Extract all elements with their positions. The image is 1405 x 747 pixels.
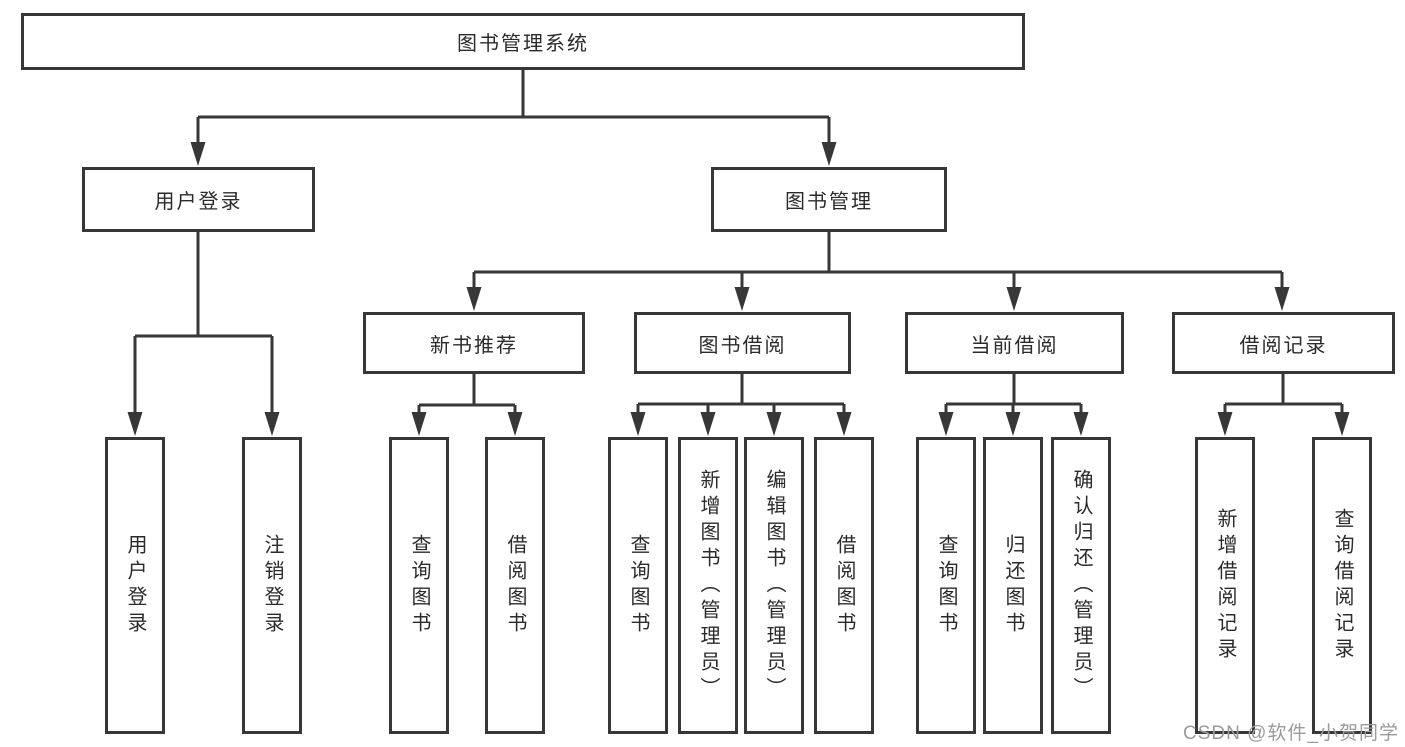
leaf-user-login: 用户登录: [105, 437, 165, 734]
leaf-user-login-label: 用户登录: [124, 533, 146, 638]
watermark: CSDN @软件_小贺同学: [1183, 723, 1399, 744]
leaf-confirm-return-admin: 确认归还（管理员）: [1051, 437, 1111, 734]
leaf-return-book: 归还图书: [983, 437, 1043, 734]
leaf-borrow-books-borrow-label: 借阅图书: [833, 533, 855, 638]
node-borrowing-records: 借阅记录: [1172, 312, 1395, 374]
leaf-query-books-current: 查询图书: [916, 437, 976, 734]
leaf-logout-label: 注销登录: [261, 533, 283, 638]
leaf-logout: 注销登录: [242, 437, 302, 734]
arrowheads: [127, 142, 1350, 436]
leaf-add-borrow-record-label: 新增借阅记录: [1214, 507, 1236, 664]
leaf-query-books-recommend-label: 查询图书: [408, 533, 430, 638]
leaf-query-borrow-record: 查询借阅记录: [1312, 437, 1372, 734]
node-user-login: 用户登录: [82, 167, 315, 232]
node-library-management-system: 图书管理系统: [21, 13, 1025, 70]
node-book-borrowing: 图书借阅: [634, 312, 851, 374]
leaf-confirm-return-admin-label: 确认归还（管理员）: [1070, 468, 1092, 703]
leaf-edit-book-admin: 编辑图书（管理员）: [744, 437, 804, 734]
leaf-borrow-books-recommend: 借阅图书: [485, 437, 545, 734]
leaf-borrow-books-recommend-label: 借阅图书: [504, 533, 526, 638]
leaf-query-books-recommend: 查询图书: [389, 437, 449, 734]
leaf-query-books-current-label: 查询图书: [935, 533, 957, 638]
node-book-management: 图书管理: [711, 167, 947, 232]
leaf-add-book-admin: 新增图书（管理员）: [678, 437, 738, 734]
leaf-add-borrow-record: 新增借阅记录: [1195, 437, 1255, 734]
leaf-borrow-books-borrow: 借阅图书: [814, 437, 874, 734]
leaf-return-book-label: 归还图书: [1002, 533, 1024, 638]
node-new-book-recommendation: 新书推荐: [363, 312, 585, 374]
leaf-add-book-admin-label: 新增图书（管理员）: [697, 468, 719, 703]
leaf-query-books-borrow-label: 查询图书: [627, 533, 649, 638]
leaf-edit-book-admin-label: 编辑图书（管理员）: [763, 468, 785, 703]
node-current-borrowing: 当前借阅: [905, 312, 1124, 374]
leaf-query-books-borrow: 查询图书: [608, 437, 668, 734]
leaf-query-borrow-record-label: 查询借阅记录: [1331, 507, 1353, 664]
